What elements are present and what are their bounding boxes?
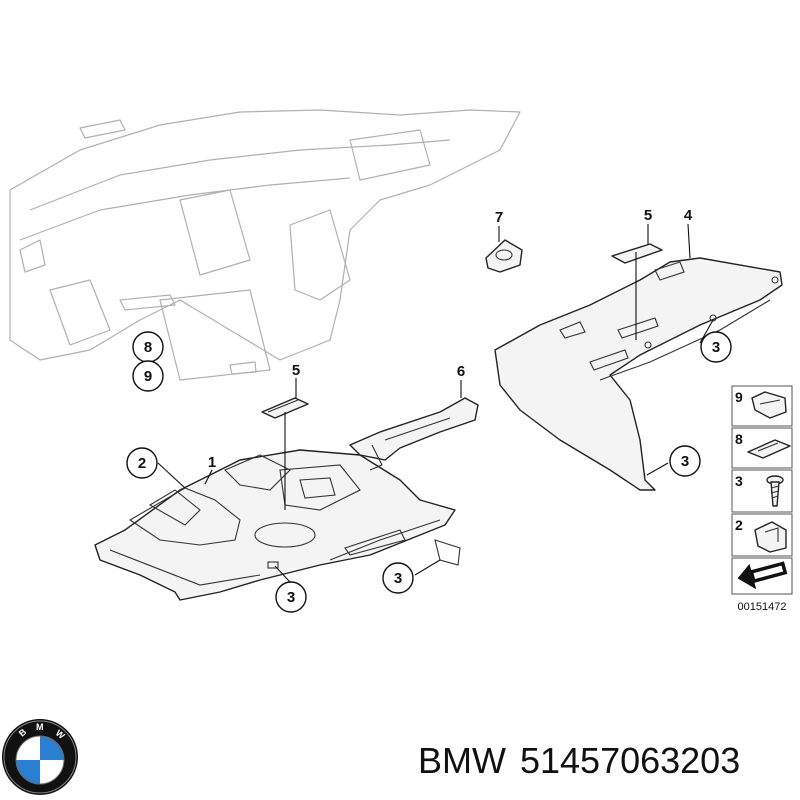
label-1: 1 — [208, 454, 216, 471]
legend-direction-arrow — [731, 557, 793, 595]
part-6-trim-strip — [349, 397, 479, 471]
leader-lines — [157, 223, 714, 583]
legend-item-8: 8 — [731, 427, 793, 469]
arrow-icon — [737, 561, 788, 590]
part-5-bracket-lower — [261, 397, 309, 419]
part-5-bracket-upper — [611, 243, 663, 264]
callout-3-panel-top: 3 — [700, 331, 732, 363]
svg-text:9: 9 — [735, 389, 743, 405]
svg-text:3: 3 — [712, 339, 720, 356]
legend-item-9: 9 — [731, 385, 793, 427]
part-7-clip — [485, 239, 523, 273]
part-4-side-panel — [494, 257, 783, 491]
svg-text:M: M — [36, 722, 44, 732]
callout-8: 8 — [132, 331, 164, 363]
svg-text:3: 3 — [681, 453, 689, 470]
callout-3-lower-right: 3 — [382, 562, 414, 594]
hardware-legend: 9 8 3 2 — [731, 385, 793, 613]
svg-text:2: 2 — [735, 517, 743, 533]
label-5-upper: 5 — [644, 207, 652, 224]
reference-code: 00151472 — [738, 601, 787, 613]
part-number-caption: BMW 51457063203 — [418, 740, 754, 782]
legend-item-3: 3 — [731, 469, 793, 513]
part-number: 51457063203 — [519, 740, 741, 781]
clip-icon — [751, 391, 787, 419]
svg-text:2: 2 — [138, 455, 146, 472]
svg-text:9: 9 — [144, 368, 152, 385]
bracket-icon — [747, 439, 791, 459]
svg-text:3: 3 — [287, 589, 295, 606]
clamp-icon — [754, 521, 787, 553]
legend-item-2: 2 — [731, 513, 793, 557]
screw-icon — [766, 475, 784, 507]
dashboard-outline — [9, 109, 521, 381]
svg-text:3: 3 — [735, 473, 743, 489]
callout-9: 9 — [132, 360, 164, 392]
svg-text:8: 8 — [144, 339, 152, 356]
label-7: 7 — [495, 209, 503, 226]
label-5-lower: 5 — [292, 362, 300, 379]
callout-3-lower-left: 3 — [275, 581, 307, 613]
brand-name: BMW — [418, 740, 506, 781]
bmw-roundel-icon: B M W — [2, 719, 78, 795]
svg-text:B: B — [17, 726, 29, 738]
label-6: 6 — [457, 363, 465, 380]
label-4: 4 — [684, 207, 693, 224]
callout-3-panel-bottom: 3 — [669, 445, 701, 477]
callout-2: 2 — [126, 447, 158, 479]
svg-text:3: 3 — [394, 570, 402, 587]
svg-text:8: 8 — [735, 431, 743, 447]
